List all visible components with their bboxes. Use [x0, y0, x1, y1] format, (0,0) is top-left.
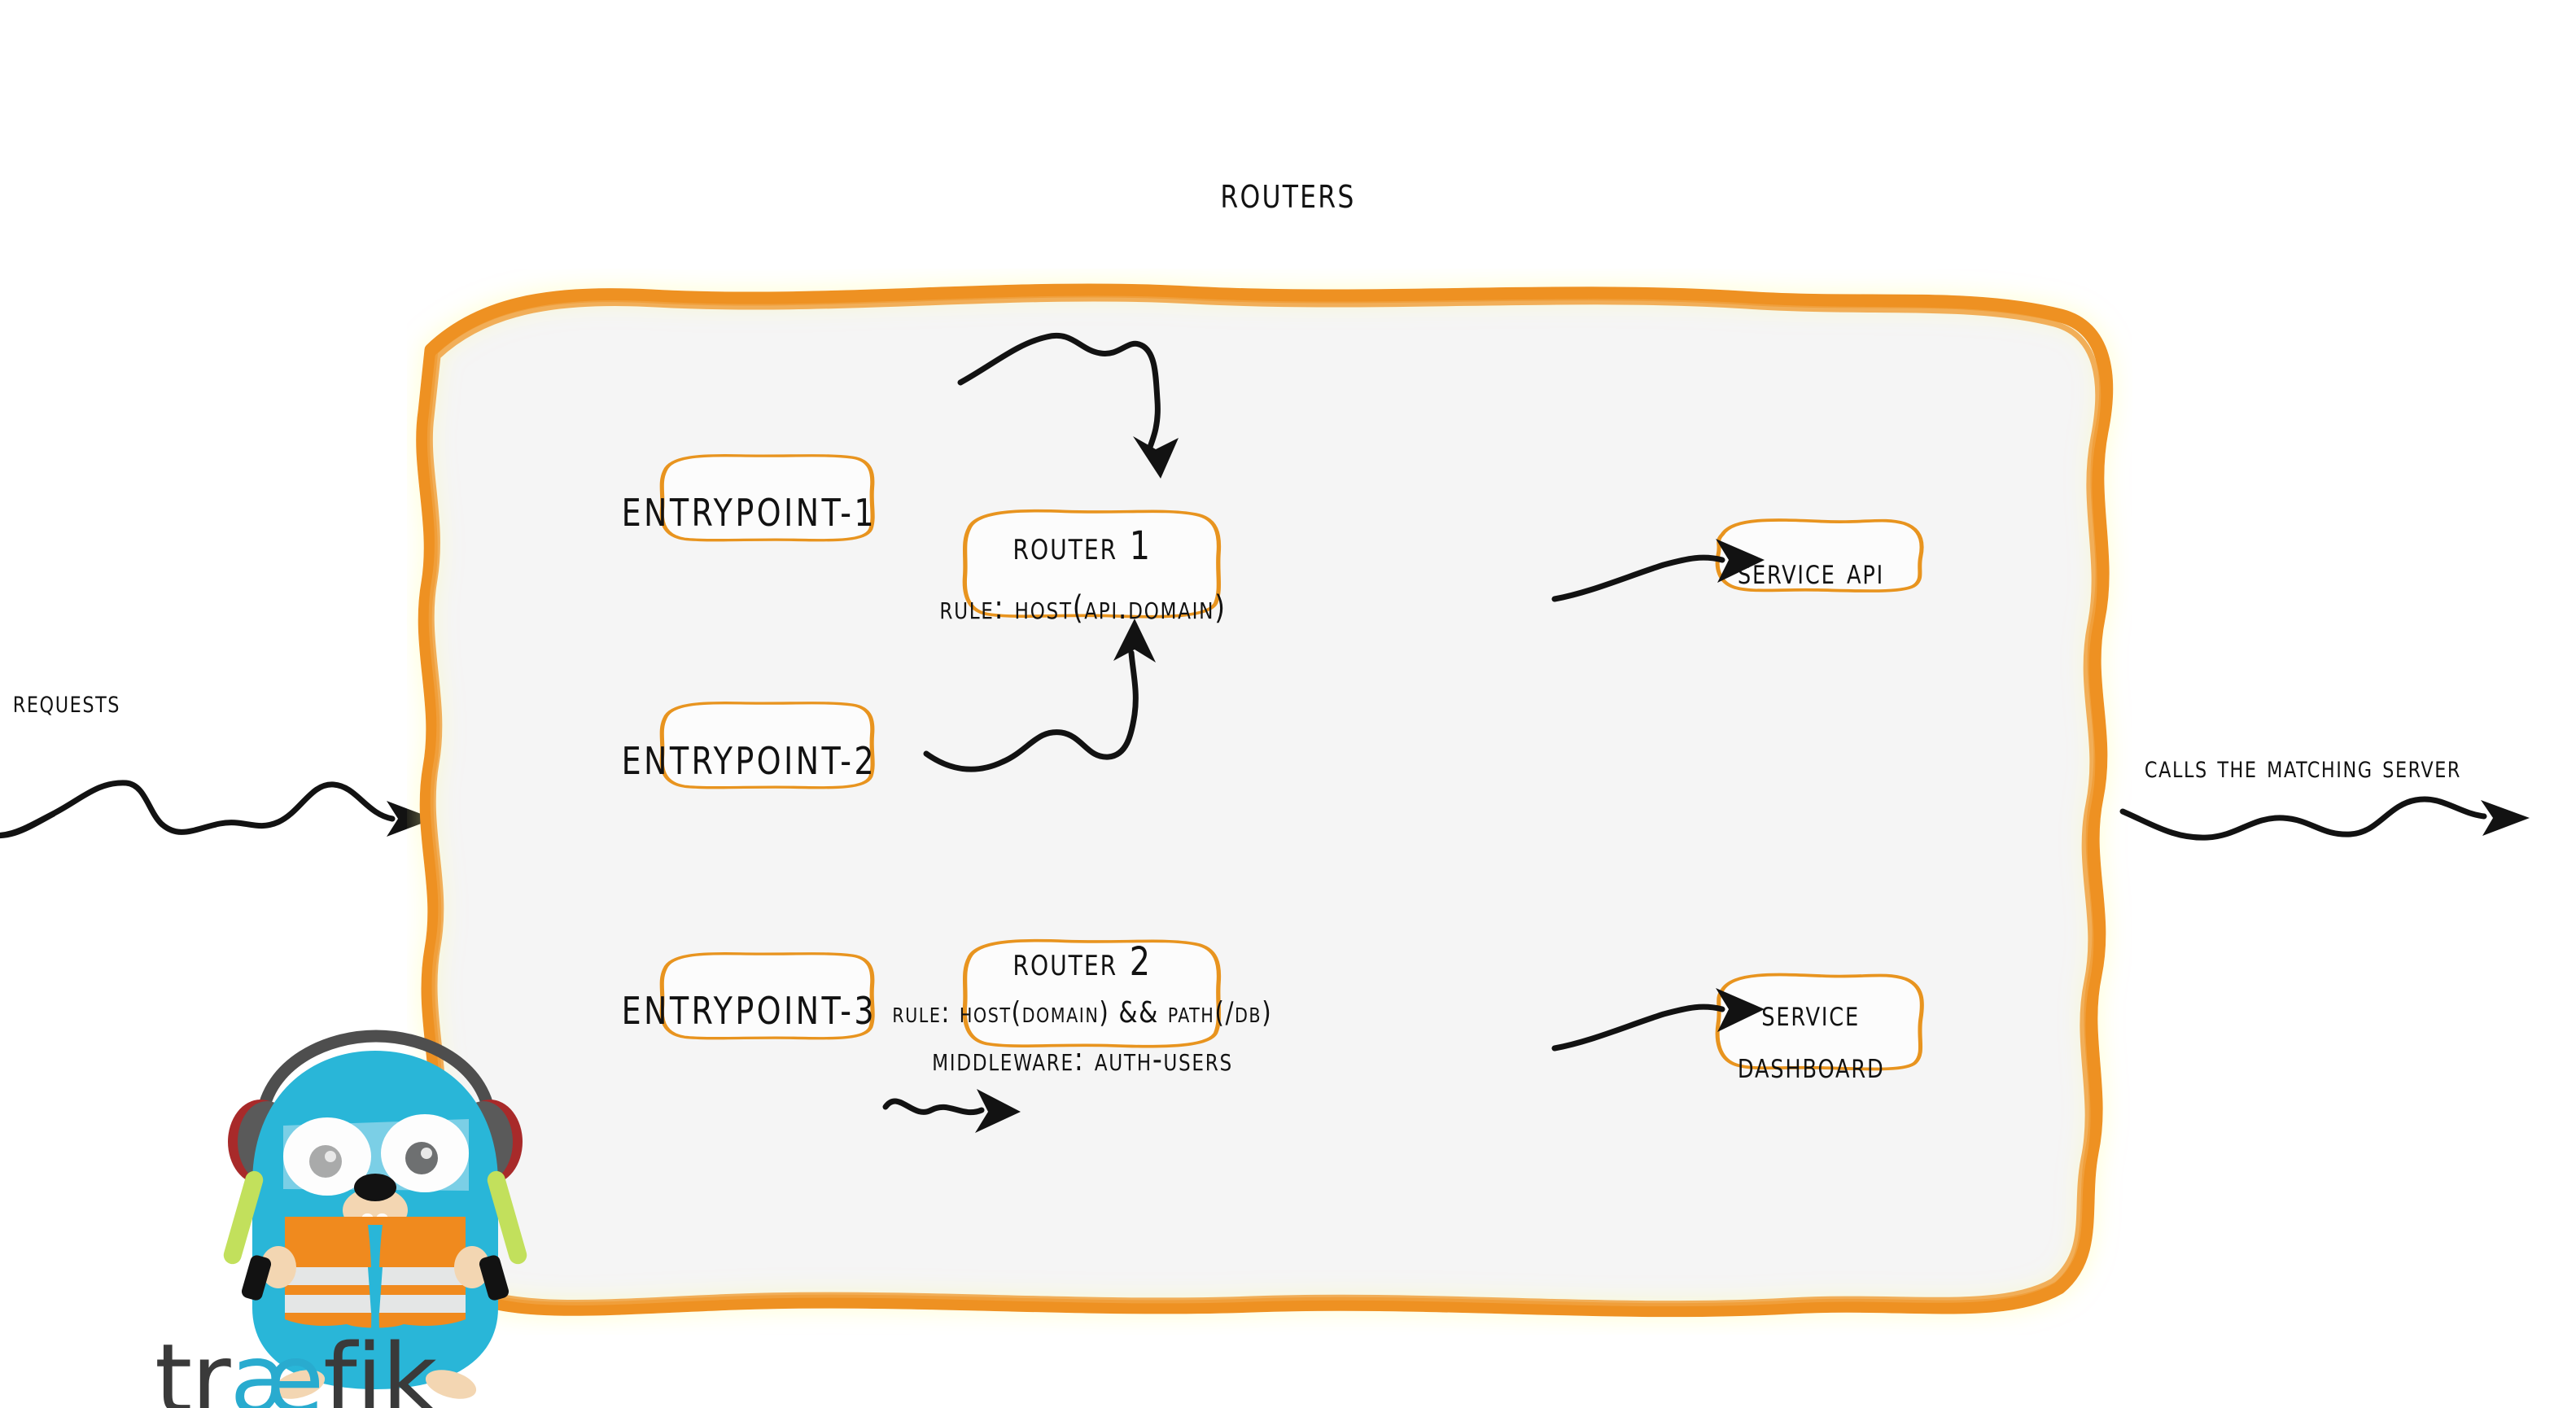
traefik-logo: træfik: [155, 1021, 545, 1408]
marshalling-wand-left: [223, 1170, 272, 1301]
entrypoint-1-box[interactable]: entrypoint-1: [621, 456, 873, 570]
router-1-rule: rule: Host(api.domain): [938, 589, 1227, 627]
calls-matching-server-label: Calls the matching server: [2144, 749, 2462, 785]
wordmark-ae-ligature: æ: [230, 1323, 324, 1408]
page-title-text: Routers: [1220, 167, 1356, 218]
entrypoint-2-box[interactable]: entrypoint-2: [621, 704, 873, 818]
router-2-box[interactable]: Router 2 rule: Host(domain) && Path(/db)…: [893, 939, 1271, 1078]
requests-label: Requests: [12, 684, 121, 719]
entrypoint-2-label: entrypoint-2: [621, 739, 877, 783]
service-dashboard-label-1: Service: [1761, 993, 1861, 1035]
router-2-rule: rule: Host(domain) && Path(/db): [892, 995, 1273, 1030]
marshalling-wand-right: [479, 1170, 527, 1301]
requests-arrow: [0, 780, 434, 839]
page-title: Routers: [103, 167, 2473, 218]
traefik-wordmark: træfik: [155, 1323, 594, 1408]
arrow-ep2-router1: [923, 619, 1156, 772]
routers-panel-border: [416, 283, 2114, 1318]
arrow-router1-serviceapi: [1551, 539, 1765, 602]
entrypoint-3-box[interactable]: entrypoint-3: [621, 954, 873, 1068]
routers-panel: entrypoint-1 entrypoint-2 entrypoint-3 R…: [407, 269, 2132, 1335]
arrow-ep1-router1: [957, 333, 1179, 479]
service-api-label: Service API: [1737, 551, 1885, 593]
router-2-middleware: Middleware: auth-users: [932, 1040, 1233, 1078]
router-1-title: Router 1: [1012, 523, 1152, 569]
entrypoint-3-label: entrypoint-3: [621, 989, 877, 1033]
wordmark-part-fik: fik: [323, 1323, 437, 1408]
router-1-box[interactable]: Router 1 rule: Host(api.domain): [939, 513, 1225, 643]
entrypoint-1-label: entrypoint-1: [621, 491, 877, 535]
service-api-box[interactable]: Service API: [1693, 527, 1929, 617]
arrow-ep3-router2: [882, 1089, 1021, 1133]
router-2-title: Router 2: [1012, 938, 1152, 985]
traefik-gopher-icon: [223, 1030, 527, 1399]
service-dashboard-box[interactable]: Service Dashboard: [1693, 975, 1929, 1105]
arrow-router2-servicedashboard: [1551, 988, 1765, 1052]
service-dashboard-label-2: Dashboard: [1737, 1045, 1885, 1087]
calls-arrow: [2119, 796, 2530, 841]
wordmark-part-tr: tr: [155, 1323, 231, 1408]
